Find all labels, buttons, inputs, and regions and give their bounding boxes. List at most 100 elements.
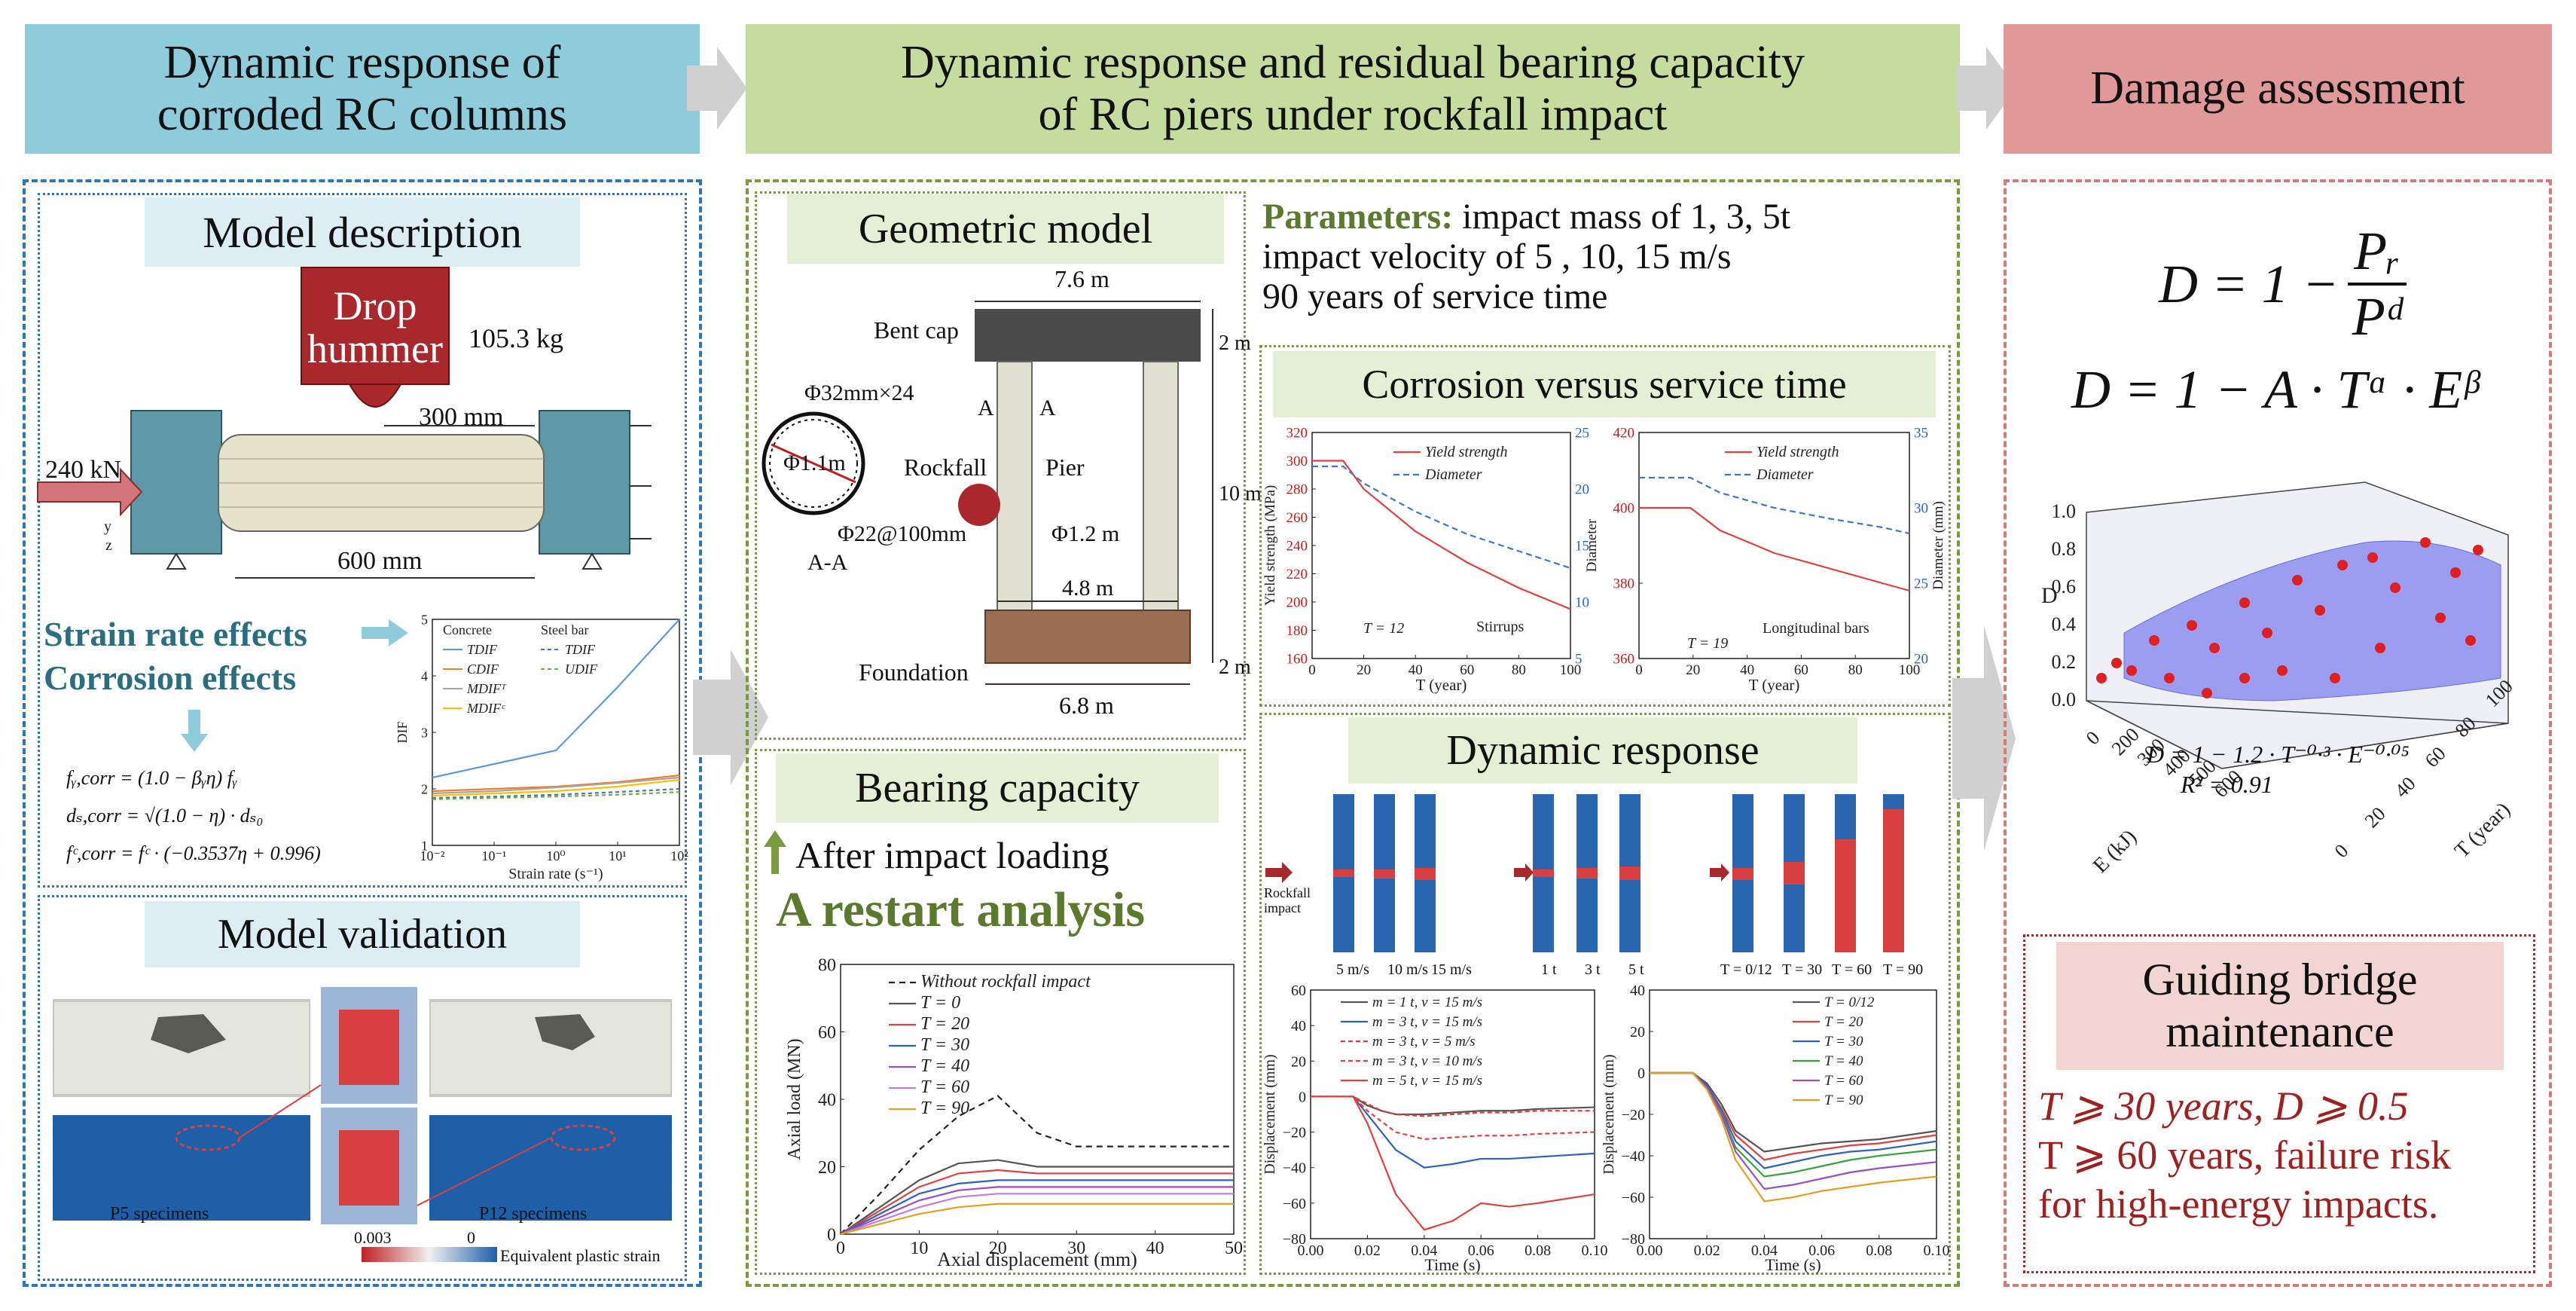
rockfall-label: Rockfall <box>904 454 987 481</box>
arrow-up-icon <box>764 830 786 874</box>
y-tick-label: 380 <box>1613 576 1635 592</box>
plot-floor <box>2086 700 2509 769</box>
series-line <box>1650 1071 1937 1178</box>
t-axis-label: T (year) <box>2450 798 2515 863</box>
series-line <box>1312 465 1571 570</box>
contour-label: 3 t <box>1585 961 1601 978</box>
rockfall-impact-line2: impact <box>1264 900 1301 915</box>
damage-equation-1: D = 1 − Pᵣ Pᵈ <box>2159 220 2407 348</box>
x-tick-label: 50 <box>1225 1239 1243 1258</box>
y-tick-label: 40 <box>1291 1018 1306 1034</box>
y-tick-label: 320 <box>1286 426 1308 442</box>
y2-tick-label: 15 <box>1575 539 1589 555</box>
data-point <box>2277 665 2288 676</box>
x-tick-label: 0.04 <box>1411 1242 1437 1259</box>
x-tick-label: 0.02 <box>1354 1242 1381 1259</box>
y2-tick-label: 5 <box>1575 652 1583 668</box>
x-tick-label: 80 <box>1848 662 1863 678</box>
e-axis-label: E (kJ) <box>2089 825 2141 878</box>
rockfall-impact-label: Rockfall impact <box>1264 885 1311 916</box>
strain-scale-max: 0 <box>467 1228 475 1247</box>
x-tick-label: 0.00 <box>1298 1242 1324 1259</box>
y-tick-label: 20 <box>1630 1024 1645 1041</box>
z-tick-label: 0.0 <box>2052 689 2077 711</box>
dim-2m-top: 2 m <box>1219 332 1251 355</box>
drop-label-line2: hummer <box>307 325 443 371</box>
t-tick-label: 60 <box>2421 742 2450 772</box>
y-tick-label: 1 <box>421 838 428 853</box>
x-axis-label: T (year) <box>1749 676 1800 694</box>
svg-text:y: y <box>104 518 111 535</box>
dim-300mm: 300 mm <box>419 403 504 431</box>
legend-label: m = 5 t, v = 15 m/s <box>1372 1073 1482 1089</box>
x-tick-label: 0.10 <box>1924 1242 1950 1259</box>
series-line <box>1650 1071 1937 1169</box>
series-line <box>1650 1071 1937 1203</box>
legend-label: m = 3 t, v = 5 m/s <box>1372 1034 1475 1050</box>
strain-scale-min: 0.003 <box>354 1228 392 1247</box>
y-tick-label: 3 <box>421 725 428 740</box>
legend-label: CDIF <box>467 662 499 677</box>
series-line <box>1311 1096 1595 1116</box>
x-axis-label: Time (s) <box>1765 1255 1821 1274</box>
strain-rate-effects: Strain rate effects <box>44 615 307 653</box>
eq1-den: Pᵈ <box>2352 286 2403 347</box>
dim-4-8m: 4.8 m <box>1062 576 1114 600</box>
series-line <box>840 1186 1234 1236</box>
data-point <box>2465 635 2476 646</box>
series-line <box>1639 476 1910 535</box>
dynamic-response-title: Dynamic response <box>1348 717 1857 784</box>
fit-equation: D = 1 − 1.2 · T⁻⁰·³ · E⁻⁰·⁰⁵ <box>2146 741 2410 768</box>
data-point <box>2111 658 2122 668</box>
legend-label: MDIFᶜ <box>466 701 505 716</box>
y-tick-label: 300 <box>1286 454 1308 469</box>
series-line <box>432 778 680 797</box>
contour-label: 1 t <box>1541 961 1557 978</box>
series-line <box>432 787 680 799</box>
guiding-line2: maintenance <box>2165 1007 2394 1056</box>
y-axis-label: Axial load (MN) <box>785 1038 804 1160</box>
after-impact-label: After impact loading <box>795 834 1109 876</box>
x-tick-label: 0.06 <box>1468 1242 1494 1259</box>
pier-diameter: Φ1.2 m <box>1051 521 1120 546</box>
z-tick-label: 0.8 <box>2052 538 2077 560</box>
drop-label-line1: Drop <box>333 283 417 329</box>
maintenance-rules: T ⩾ 30 years, D ⩾ 0.5 T ⩾ 60 years, fail… <box>2038 1082 2451 1228</box>
series-line <box>1312 460 1571 610</box>
x-tick-label: 40 <box>1146 1239 1164 1258</box>
data-point <box>2420 537 2431 548</box>
y-tick-label: 420 <box>1613 426 1635 442</box>
legend-label: MDIFᵀ <box>466 681 507 696</box>
y-tick-label: 180 <box>1286 623 1308 639</box>
y-axis-label: Displacement (mm) <box>1262 1054 1278 1174</box>
data-point <box>2202 688 2212 698</box>
validation-images <box>53 987 672 1262</box>
y-tick-label: −80 <box>1622 1231 1645 1248</box>
series-line <box>1311 1096 1595 1231</box>
r-squared: R² = 0.91 <box>2180 771 2273 798</box>
series-line <box>432 619 680 779</box>
data-point <box>2367 552 2378 563</box>
x-tick-label: 60 <box>1460 662 1474 678</box>
x-tick-label: 0.02 <box>1694 1242 1720 1259</box>
y-tick-label: 260 <box>1286 510 1308 526</box>
y2-tick-label: 30 <box>1914 501 1928 517</box>
arrow-right-icon <box>693 649 768 785</box>
rockfall-impact-line1: Rockfall <box>1264 885 1311 900</box>
x-axis-label: Strain rate (s⁻¹) <box>508 866 603 882</box>
header-left-line1: Dynamic response of <box>163 36 561 88</box>
damage-equation-2: D = 1 − A · Tᵅ · Eᵝ <box>2071 359 2478 420</box>
legend-label: Diameter <box>1756 466 1814 483</box>
guiding-box <box>2023 934 2535 1273</box>
contour-strips <box>1265 794 1904 952</box>
y-tick-label: 60 <box>1291 982 1306 999</box>
data-point <box>2390 582 2401 593</box>
legend-label: Yield strength <box>1757 444 1839 460</box>
contour-label: T = 30 <box>1782 961 1823 978</box>
pier-drawing <box>762 301 1213 685</box>
geometric-model-box <box>755 191 1246 740</box>
y2-axis-label: Diameter <box>1584 518 1600 572</box>
y-axis-label: Yield strength (MPa) <box>1262 485 1278 606</box>
dim-7-6m: 7.6 m <box>1055 265 1109 292</box>
